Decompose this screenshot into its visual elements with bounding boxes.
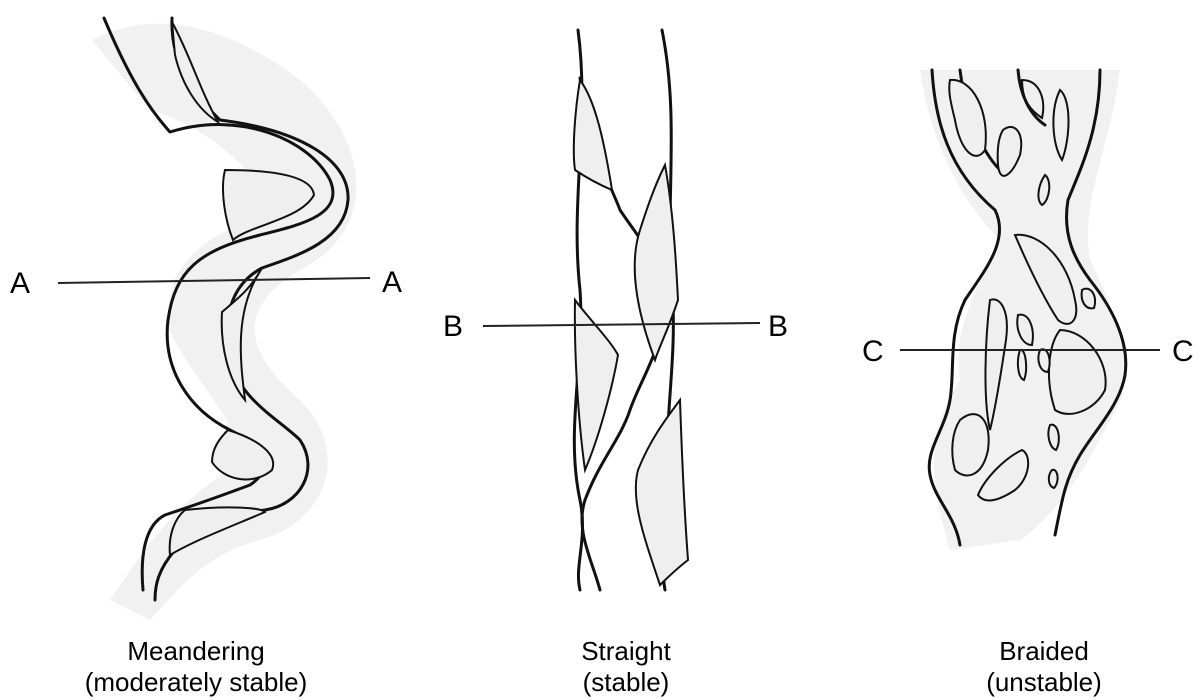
section-label-b-start: B: [443, 310, 463, 343]
straight-channel: [574, 30, 688, 590]
caption-meandering-stability: (moderately stable): [36, 667, 356, 698]
caption-straight: Straight (stable): [466, 636, 786, 698]
caption-braided-name: Braided: [884, 636, 1204, 667]
section-label-a-start: A: [10, 267, 30, 300]
caption-meandering: Meandering (moderately stable): [36, 636, 356, 698]
braid-bar: [1018, 350, 1026, 380]
meandering-channel: [92, 18, 356, 620]
section-label-a-end: A: [382, 266, 402, 299]
caption-straight-stability: (stable): [466, 667, 786, 698]
alternate-bar: [636, 400, 688, 585]
caption-braided: Braided (unstable): [884, 636, 1204, 698]
caption-meandering-name: Meandering: [36, 636, 356, 667]
braid-bar: [1049, 470, 1058, 488]
caption-braided-stability: (unstable): [884, 667, 1204, 698]
alternate-bar: [574, 80, 612, 190]
caption-straight-name: Straight: [466, 636, 786, 667]
section-label-c-start: C: [862, 335, 884, 368]
section-label-b-end: B: [768, 310, 788, 343]
braided-channel: [920, 70, 1126, 550]
cross-section-line-b: [483, 323, 760, 326]
section-label-c-end: C: [1172, 335, 1194, 368]
